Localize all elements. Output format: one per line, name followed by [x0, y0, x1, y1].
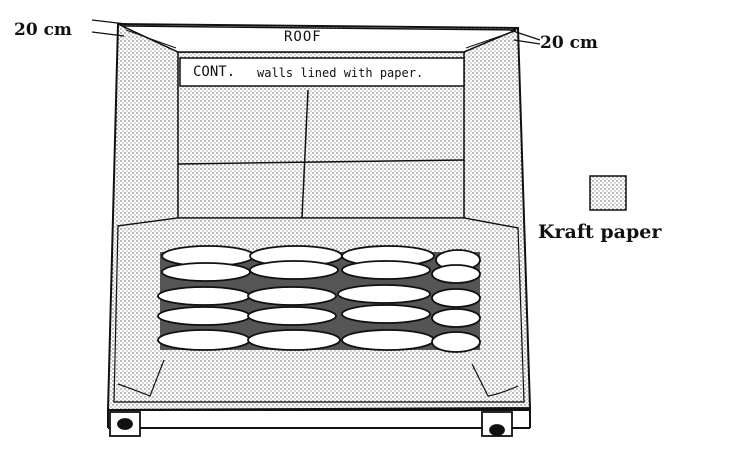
kraft-paper-swatch: [589, 175, 627, 211]
container-label-text: walls lined with paper.: [257, 66, 424, 80]
container-feet: [109, 411, 513, 437]
legend-label: Kraft paper: [538, 221, 662, 243]
dimension-label-right: 20 cm: [540, 33, 598, 53]
dimension-lines: [91, 19, 541, 45]
container-label-prefix: CONT.: [193, 64, 236, 80]
roof-panel: [121, 25, 517, 53]
dimension-label-left: 20 cm: [14, 20, 72, 40]
container-sign: [179, 57, 465, 87]
back-wall: [117, 23, 519, 229]
roof-label: ROOF: [284, 29, 322, 45]
bag-stack: [157, 245, 481, 353]
floor-flaps: [117, 359, 519, 397]
